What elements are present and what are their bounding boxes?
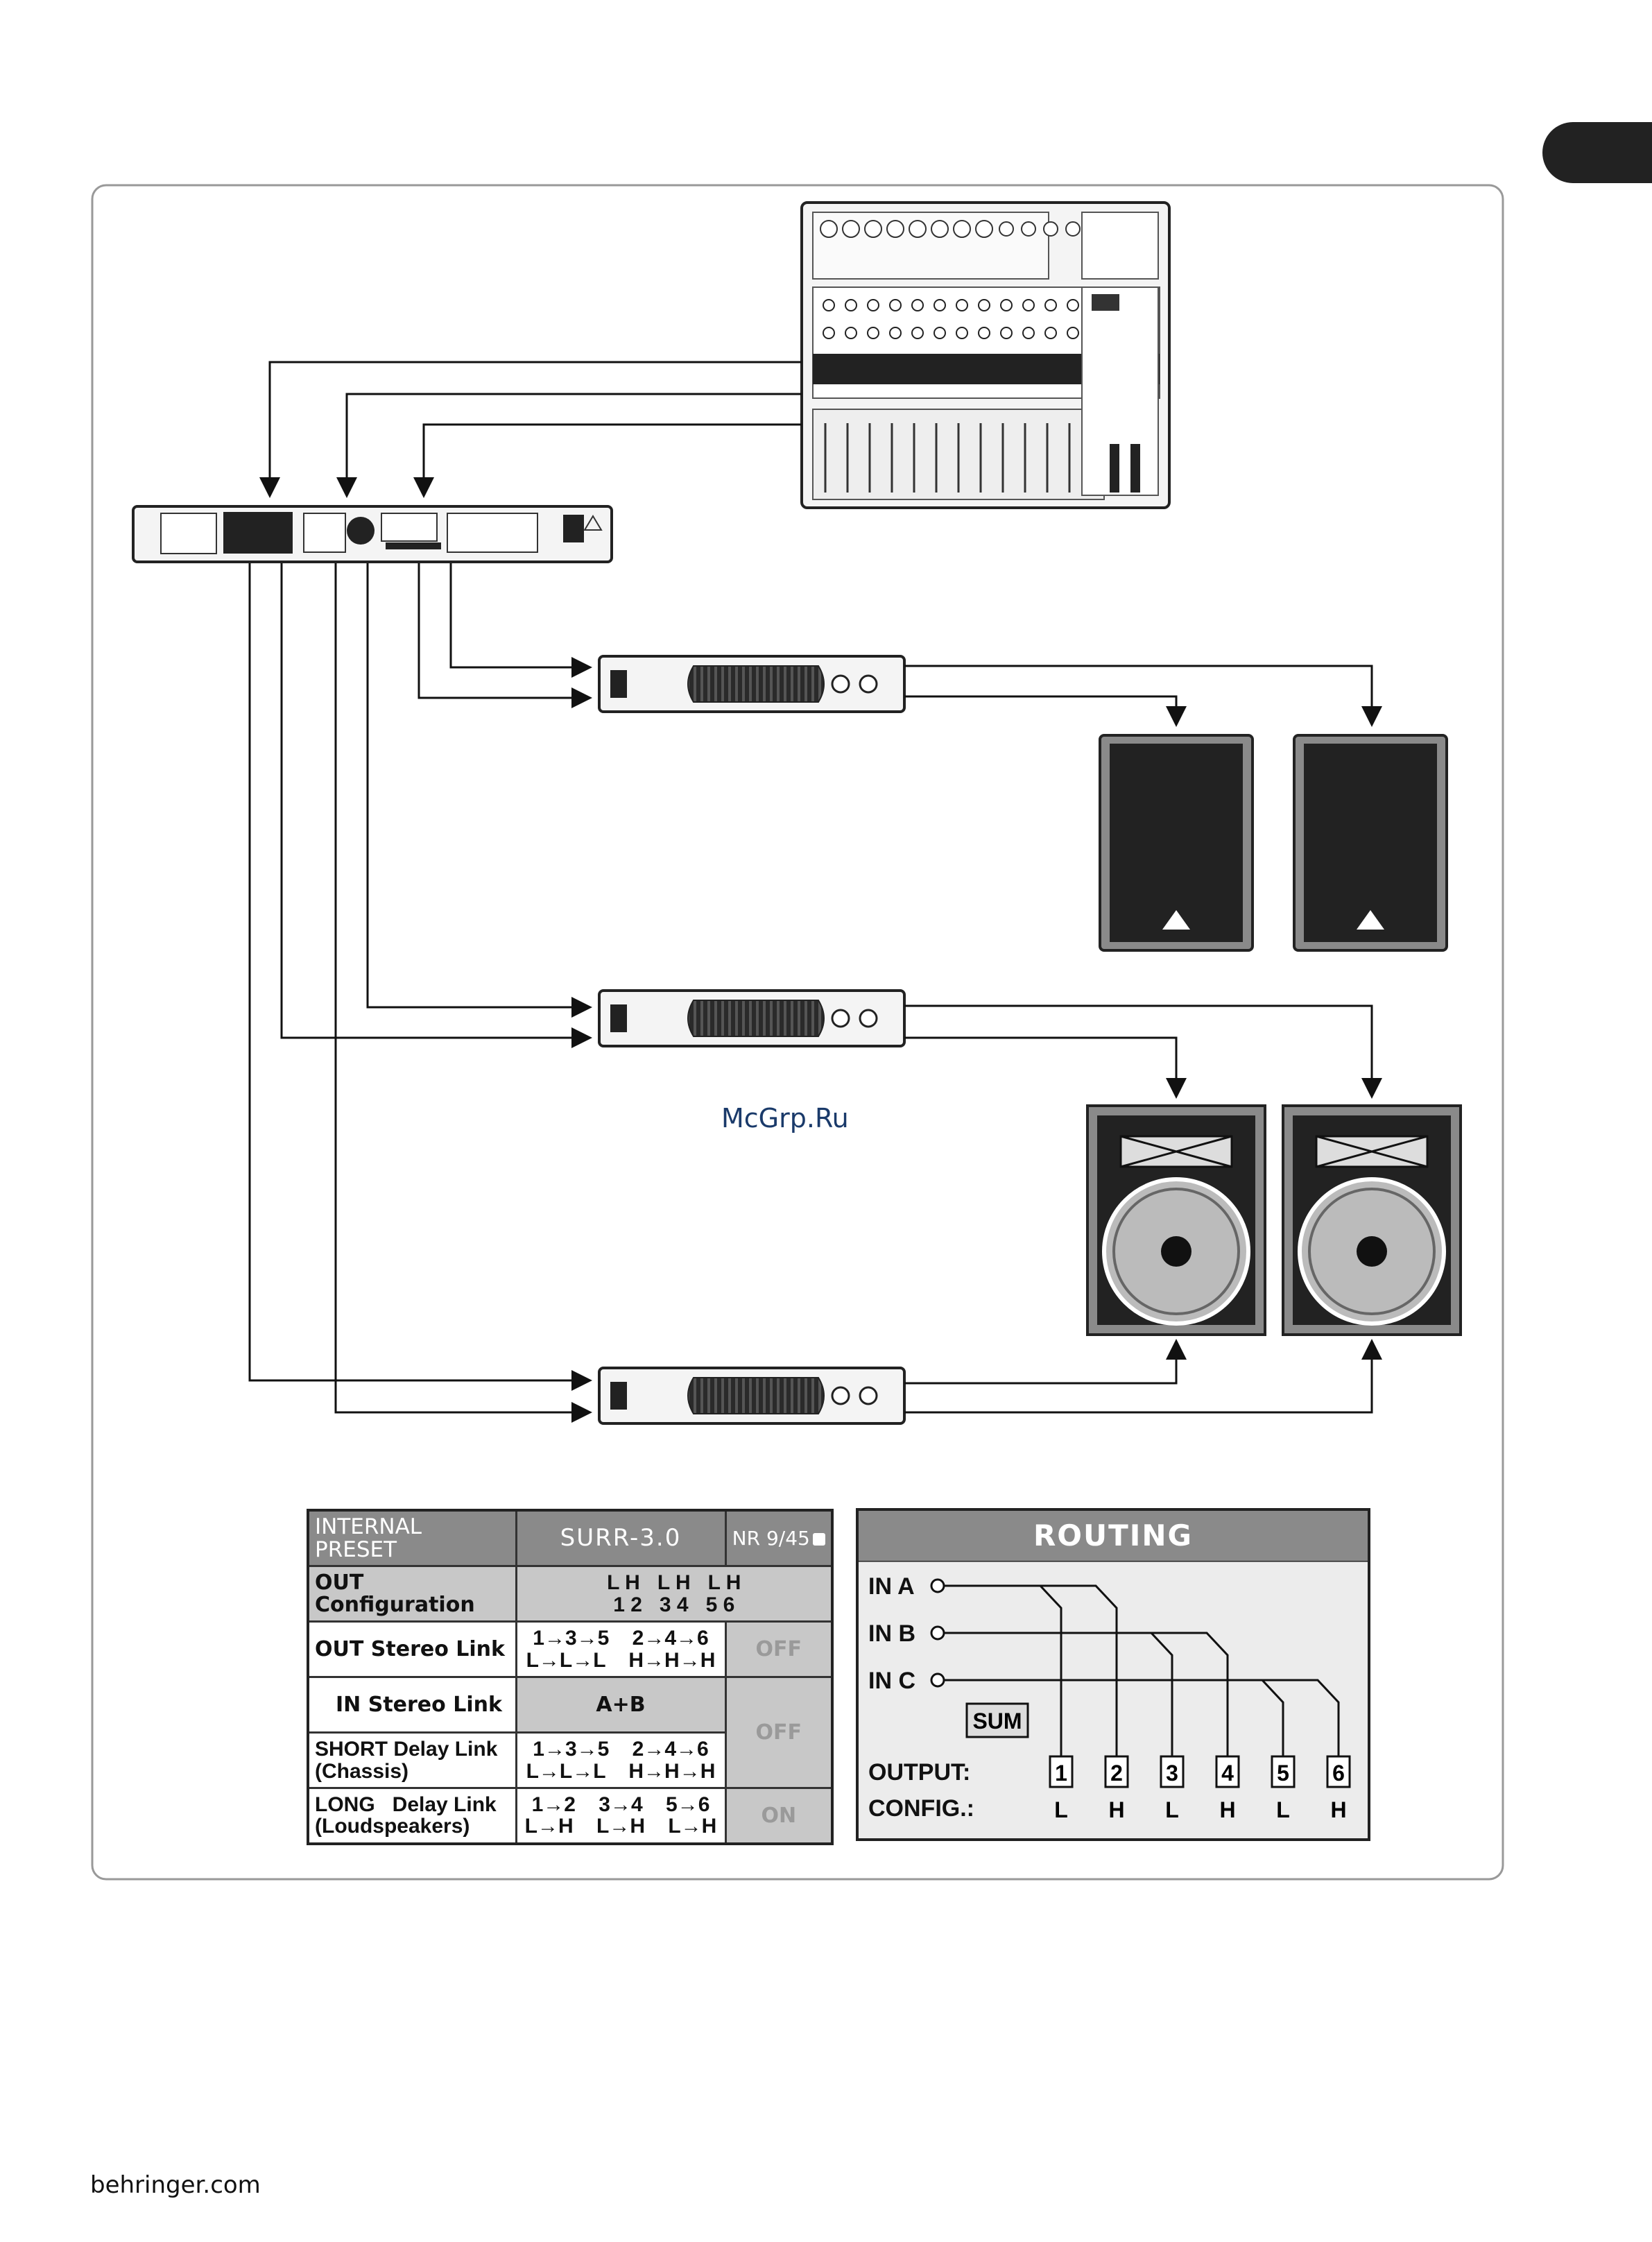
- row-value: 1→3→5 2→4→6 L→L→L H→H→H: [515, 1731, 727, 1790]
- routing-output-number: 5: [1277, 1761, 1289, 1786]
- routing-input-b: IN B: [868, 1620, 915, 1647]
- row-status: OFF: [724, 1676, 834, 1790]
- table-row: OUT Configuration L H L H L H 1 2 3 4 5 …: [307, 1565, 834, 1623]
- routing-output-number: 6: [1332, 1761, 1345, 1786]
- row-label: SHORT Delay Link (Chassis): [307, 1731, 517, 1790]
- routing-config-value: L: [1165, 1797, 1179, 1822]
- row-label: IN Stereo Link: [307, 1676, 517, 1734]
- routing-output-box: [1215, 1755, 1240, 1788]
- routing-panel: IN A IN B IN C OUTPUT: CONFIG.: SUM 1L 2H…: [856, 1508, 1370, 1841]
- mixer-connection-lines: [259, 361, 802, 498]
- main-speaker-right-icon: [1282, 1104, 1462, 1336]
- routing-lines: [944, 1584, 1340, 1756]
- crossover-processor-icon: [132, 505, 613, 563]
- routing-config-value: L: [1276, 1797, 1290, 1822]
- routing-output-box: [1271, 1755, 1296, 1788]
- preset-header-label: INTERNAL PRESET: [307, 1509, 517, 1568]
- preset-table: INTERNAL PRESET SURR-3.0 NR 9/45 OUT Con…: [307, 1509, 834, 1845]
- routing-output-box: [1049, 1755, 1074, 1788]
- row-label: OUT Configuration: [307, 1565, 517, 1623]
- routing-output-box: [1160, 1755, 1185, 1788]
- section-tab: [1542, 122, 1652, 183]
- amp-connection-lines: [248, 563, 592, 1423]
- table-row: SHORT Delay Link (Chassis) 1→3→5 2→4→6 L…: [307, 1731, 832, 1790]
- routing-config-value: H: [1330, 1797, 1346, 1822]
- amplifier-3-icon: [598, 1367, 906, 1425]
- routing-input-c: IN C: [868, 1668, 915, 1694]
- row-label: OUT Stereo Link: [307, 1620, 517, 1679]
- preset-header-nr: NR 9/45: [732, 1526, 810, 1550]
- routing-title: ROUTING: [859, 1511, 1368, 1561]
- row-value: A+B: [515, 1676, 727, 1734]
- row-value: 1→2 3→4 5→6 L→H L→H L→H: [515, 1787, 727, 1845]
- row-value: L H L H L H 1 2 3 4 5 6: [515, 1565, 834, 1623]
- routing-output-number: 4: [1221, 1761, 1234, 1786]
- row-label: LONG Delay Link (Loudspeakers): [307, 1787, 517, 1845]
- speaker-connection-lines: [904, 665, 1382, 1414]
- routing-input-a: IN A: [868, 1573, 915, 1600]
- routing-output-box: [1326, 1755, 1351, 1788]
- row-value: 1→3→5 2→4→6 L→L→L H→H→H: [515, 1620, 727, 1679]
- routing-output-label: OUTPUT:: [868, 1759, 970, 1786]
- table-row: OUT Stereo Link 1→3→5 2→4→6 L→L→L H→H→H …: [307, 1620, 834, 1679]
- routing-sum-label: SUM: [972, 1709, 1022, 1734]
- main-speaker-left-icon: [1086, 1104, 1266, 1336]
- routing-output-box: [1104, 1755, 1129, 1788]
- routing-config-value: L: [1054, 1797, 1068, 1822]
- preset-header-value: SURR-3.0: [515, 1509, 727, 1568]
- table-row: LONG Delay Link (Loudspeakers) 1→2 3→4 5…: [307, 1787, 834, 1845]
- mixer-icon: [800, 201, 1171, 509]
- routing-config-value: H: [1108, 1797, 1124, 1822]
- amplifier-2-icon: [598, 989, 906, 1047]
- routing-config-label: CONFIG.:: [868, 1795, 974, 1822]
- preset-header-row: INTERNAL PRESET SURR-3.0 NR 9/45: [307, 1509, 834, 1568]
- amplifier-1-icon: [598, 655, 906, 713]
- lock-icon: [812, 1532, 825, 1546]
- row-status: OFF: [724, 1620, 834, 1679]
- routing-output-number: 1: [1055, 1761, 1067, 1786]
- watermark: McGrp.Ru: [721, 1103, 849, 1133]
- table-row: IN Stereo Link A+B OFF: [307, 1676, 834, 1790]
- diagram-frame: [91, 184, 1504, 1881]
- routing-output-number: 2: [1110, 1761, 1123, 1786]
- routing-config-value: H: [1219, 1797, 1235, 1822]
- monitor-speaker-left-icon: [1099, 734, 1254, 952]
- footer-website: behringer.com: [90, 2171, 261, 2199]
- monitor-speaker-right-icon: [1293, 734, 1448, 952]
- row-status: ON: [724, 1787, 834, 1845]
- routing-output-number: 3: [1166, 1761, 1178, 1786]
